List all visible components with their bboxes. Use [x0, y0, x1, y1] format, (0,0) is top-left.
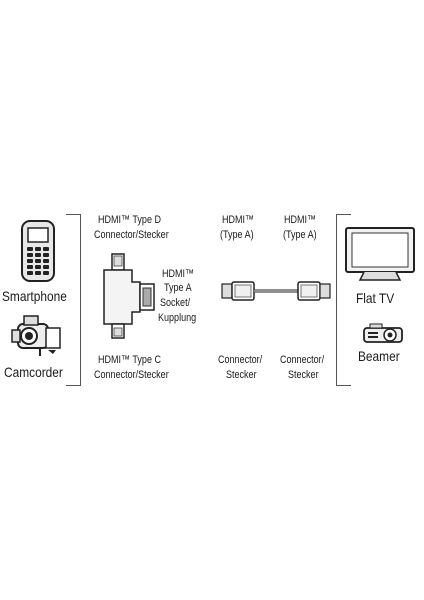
cable-left-top-1: HDMI™	[222, 214, 255, 226]
socket-label-3: Socket/	[160, 297, 191, 309]
cable-left-bottom-2: Stecker	[226, 369, 257, 381]
flat-tv-label: Flat TV	[356, 290, 395, 306]
cable-left-bottom-1: Connector/	[218, 354, 263, 366]
adapter-bottom-label-1: HDMI™ Type C	[98, 354, 161, 366]
camcorder-icon	[11, 315, 61, 356]
beamer-icon	[363, 323, 403, 343]
cable-right-top-1: HDMI™	[284, 214, 317, 226]
cable-left-top-2: (Type A)	[220, 229, 254, 241]
hdmi-cable-icon	[221, 281, 331, 301]
cable-right-top-2: (Type A)	[283, 229, 317, 241]
cable-right-bottom-1: Connector/	[280, 354, 325, 366]
right-bracket	[336, 214, 351, 386]
t-adapter-icon	[103, 253, 155, 339]
socket-label-1: HDMI™	[162, 268, 195, 280]
smartphone-label: Smartphone	[2, 288, 67, 304]
left-bracket	[66, 214, 81, 386]
adapter-bottom-label-2: Connector/Stecker	[94, 369, 169, 381]
camcorder-label: Camcorder	[4, 364, 63, 380]
smartphone-icon	[21, 220, 55, 282]
cable-right-bottom-2: Stecker	[288, 369, 319, 381]
socket-label-4: Kupplung	[158, 312, 197, 324]
socket-label-2: Type A	[164, 282, 192, 294]
beamer-label: Beamer	[358, 348, 400, 364]
adapter-top-label-1: HDMI™ Type D	[98, 214, 161, 226]
adapter-top-label-2: Connector/Stecker	[94, 229, 169, 241]
flat-tv-icon	[345, 227, 415, 281]
